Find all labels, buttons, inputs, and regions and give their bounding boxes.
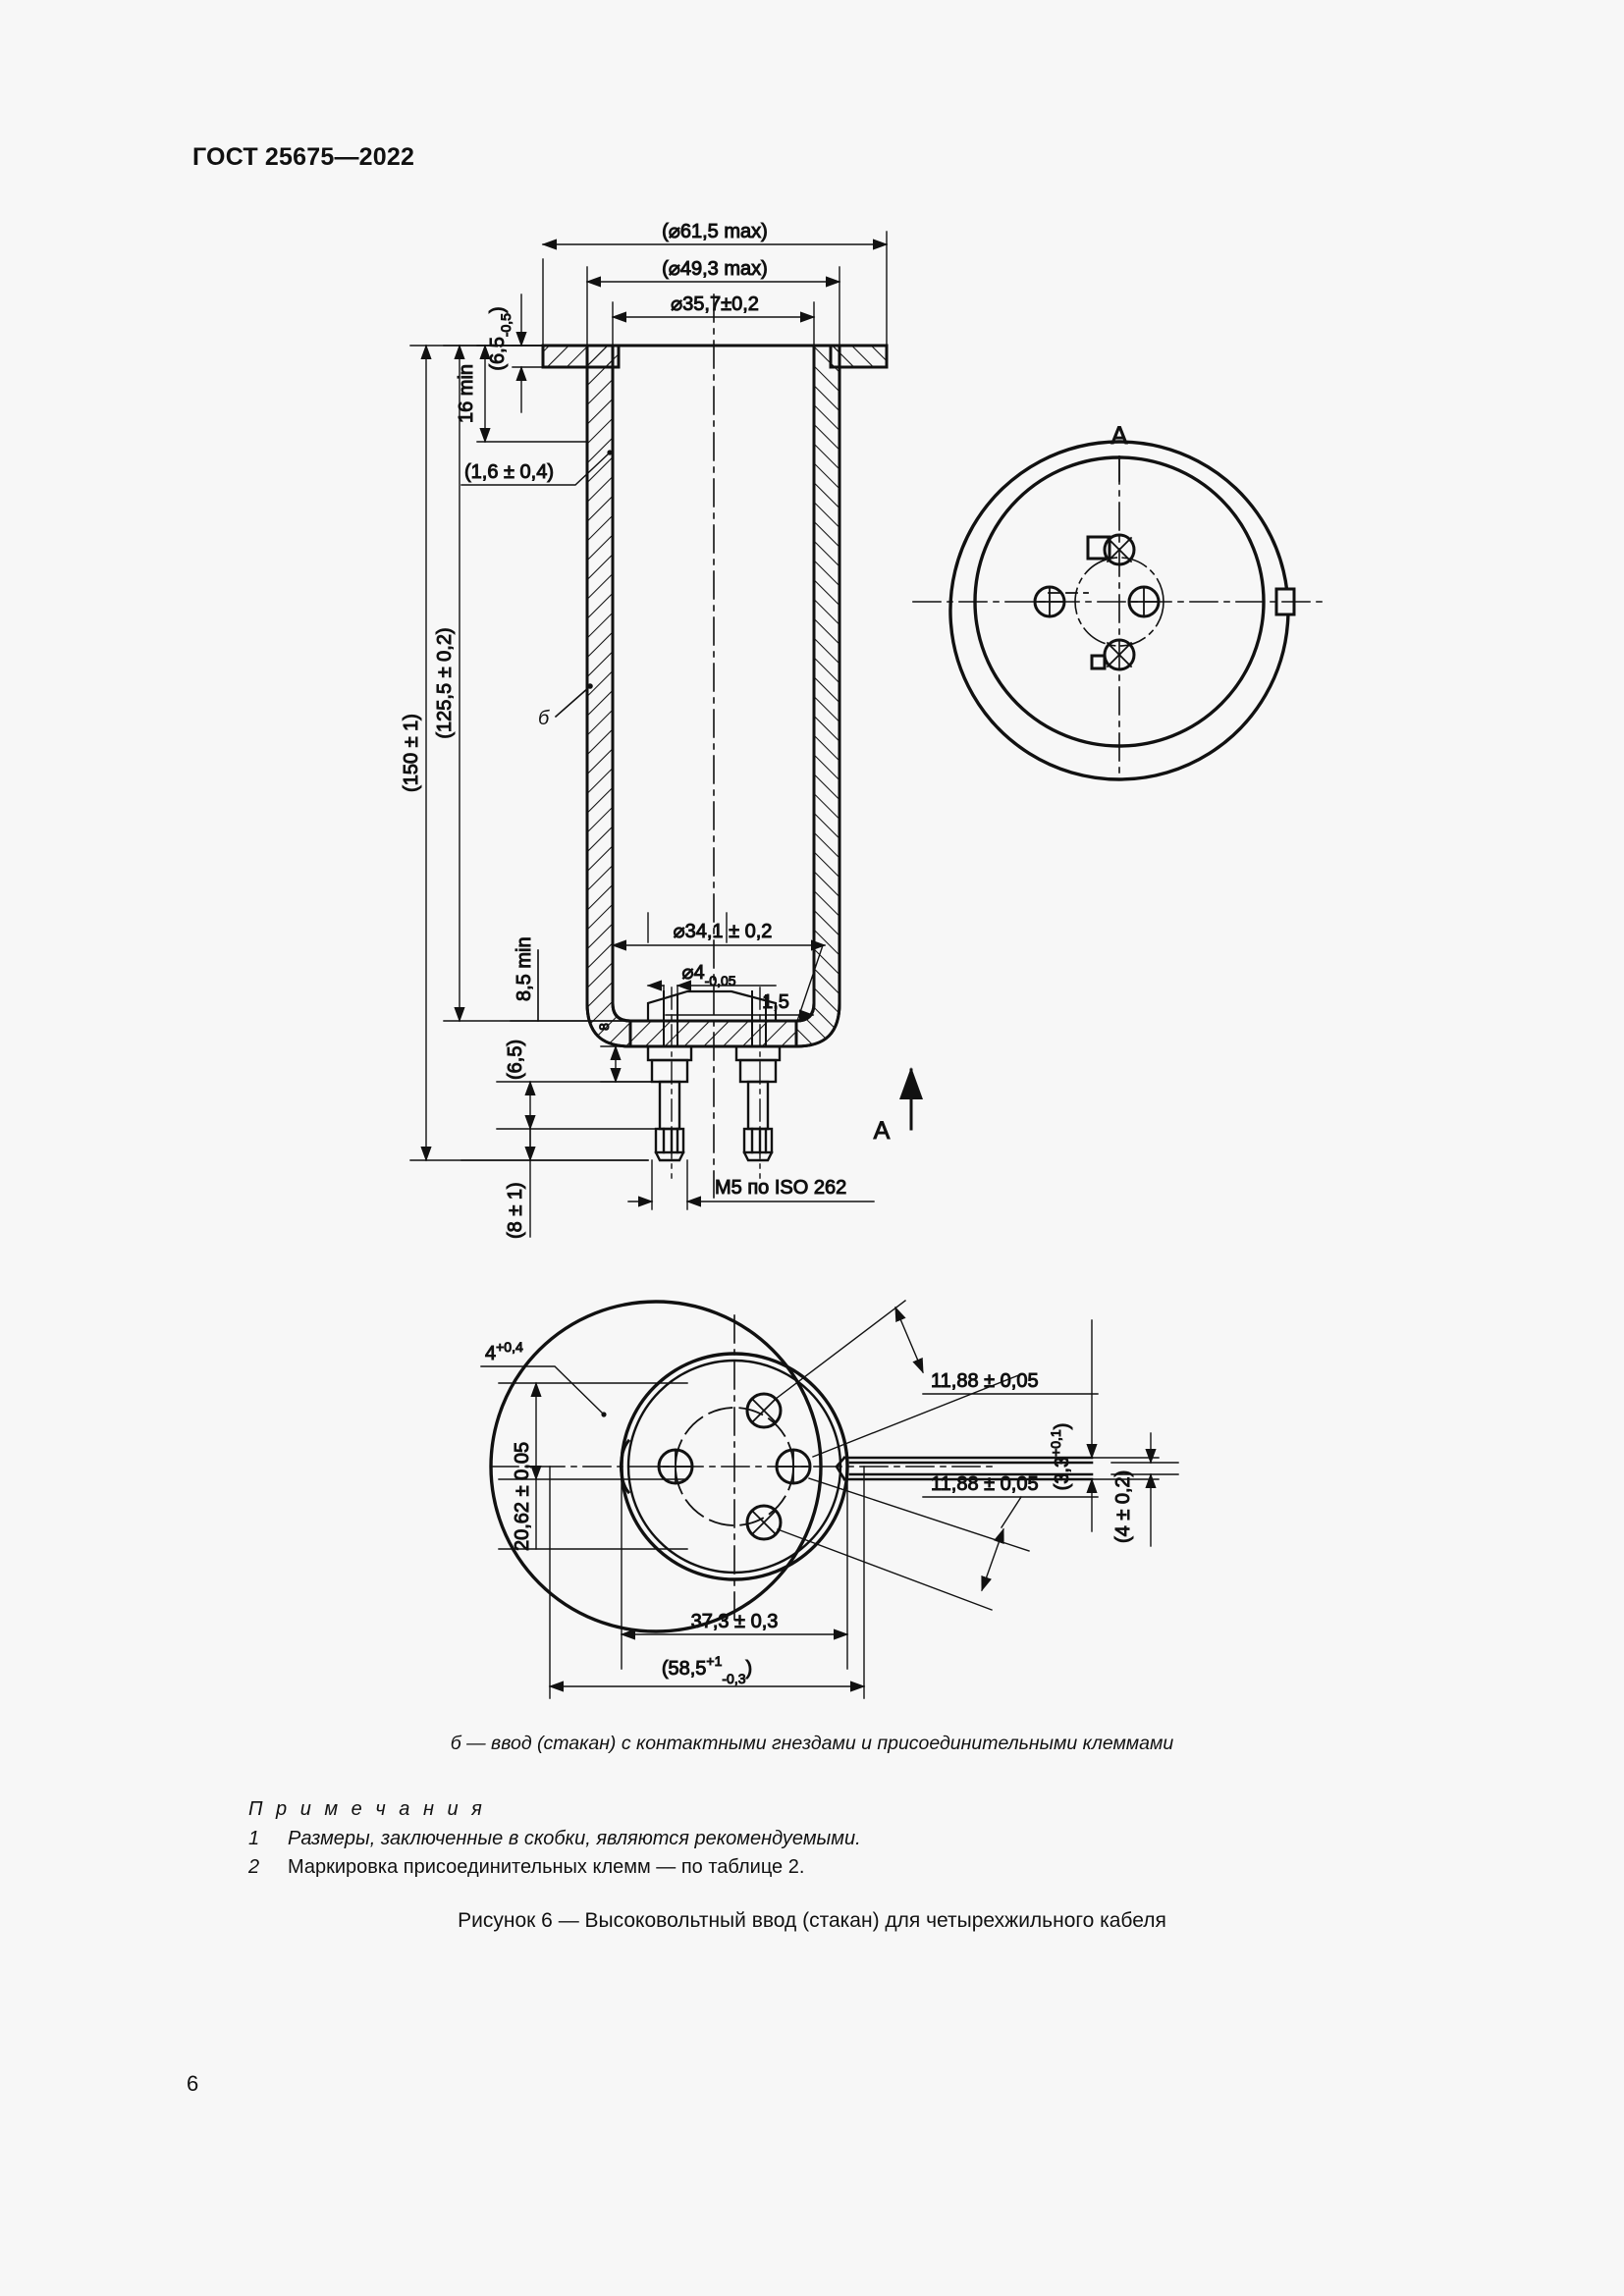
notes-block: П р и м е ч а н и я 1 Размеры, заключенн… [248, 1798, 861, 1885]
dim-thread-spec: M5 по ISO 262 [715, 1177, 846, 1199]
section-view [541, 294, 889, 1199]
note-number: 2 [248, 1856, 260, 1878]
svg-text:⌀4-0,05: ⌀4-0,05 [681, 962, 735, 988]
dim-inner-bottom-diameter: ⌀34,1 ± 0,2 [674, 921, 773, 942]
technical-drawing: (⌀61,5 max) (⌀49,3 max) ⌀35,7±0,2 (6,5-0… [401, 221, 1326, 1699]
bottom-view [489, 1300, 1094, 1633]
note-text: Размеры, заключенные в скобки, являются … [288, 1828, 861, 1849]
part-label: б [538, 708, 550, 729]
dim-outer-width: (58,5+1-0,3) [661, 1653, 752, 1687]
section-marker-label: A [1111, 422, 1128, 450]
svg-text:4+0,4: 4+0,4 [485, 1339, 523, 1364]
dim-tab-thickness: (3,3+0,1) [1048, 1422, 1074, 1491]
page-title: ГОСТ 25675—2022 [192, 143, 415, 171]
note-item: 2 Маркировка присоединительных клемм — п… [248, 1856, 861, 1879]
dim-outer-body-diameter: (⌀49,3 max) [662, 258, 768, 280]
dim-vertical-offset: 20,62 ± 0,05 [512, 1442, 533, 1551]
note-item: 1 Размеры, заключенные в скобки, являютс… [248, 1828, 861, 1850]
dim-tab-offset: (4 ± 0,2) [1112, 1470, 1134, 1543]
figure-caption: Рисунок 6 — Высоковольтный ввод (стакан)… [458, 1909, 1166, 1932]
dim-eight: 8 [596, 1023, 612, 1031]
dim-wall-thickness: (1,6 ± 0,4) [464, 461, 554, 483]
dim-flange-thickness: (6,5-0,5) [487, 306, 514, 371]
dim-notch-width: 4+0,4 [485, 1339, 524, 1365]
dim-bottom-step: (6,5) [505, 1040, 526, 1080]
dim-thread-length: (8 ± 1) [505, 1182, 526, 1239]
section-arrow-label: A [874, 1117, 891, 1145]
svg-text:(3,3+0,1): (3,3+0,1) [1048, 1423, 1073, 1491]
dim-pitch-upper: 11,88 ± 0,05 [931, 1370, 1039, 1392]
svg-text:(58,5+1-0,3): (58,5+1-0,3) [662, 1653, 752, 1686]
svg-text:(6,5-0,5): (6,5-0,5) [487, 306, 514, 370]
dim-bore-diameter: ⌀35,7±0,2 [671, 294, 759, 315]
note-number: 1 [248, 1828, 260, 1849]
figure-legend: б — ввод (стакан) с контактными гнездами… [450, 1733, 1174, 1754]
page-number: 6 [187, 2071, 199, 2096]
dim-pin-diameter: ⌀4-0,05 [681, 962, 736, 989]
dim-pitch-lower: 11,88 ± 0,05 [931, 1473, 1039, 1495]
dim-overall-length: (150 ± 1) [401, 714, 422, 792]
notes-title: П р и м е ч а н и я [248, 1798, 486, 1820]
dim-inner-width: 37,3 ± 0,3 [691, 1611, 779, 1632]
note-text: Маркировка присоединительных клемм — по … [288, 1856, 805, 1878]
dim-bottom-clearance: 8,5 min [514, 936, 535, 1001]
dim-pin-spacing: 1,5 [762, 991, 789, 1013]
dim-top-group [541, 231, 889, 347]
dim-outer-flange-diameter: (⌀61,5 max) [662, 221, 768, 242]
dim-body-length: (125,5 ± 0,2) [434, 627, 456, 738]
end-view-a [912, 440, 1326, 781]
